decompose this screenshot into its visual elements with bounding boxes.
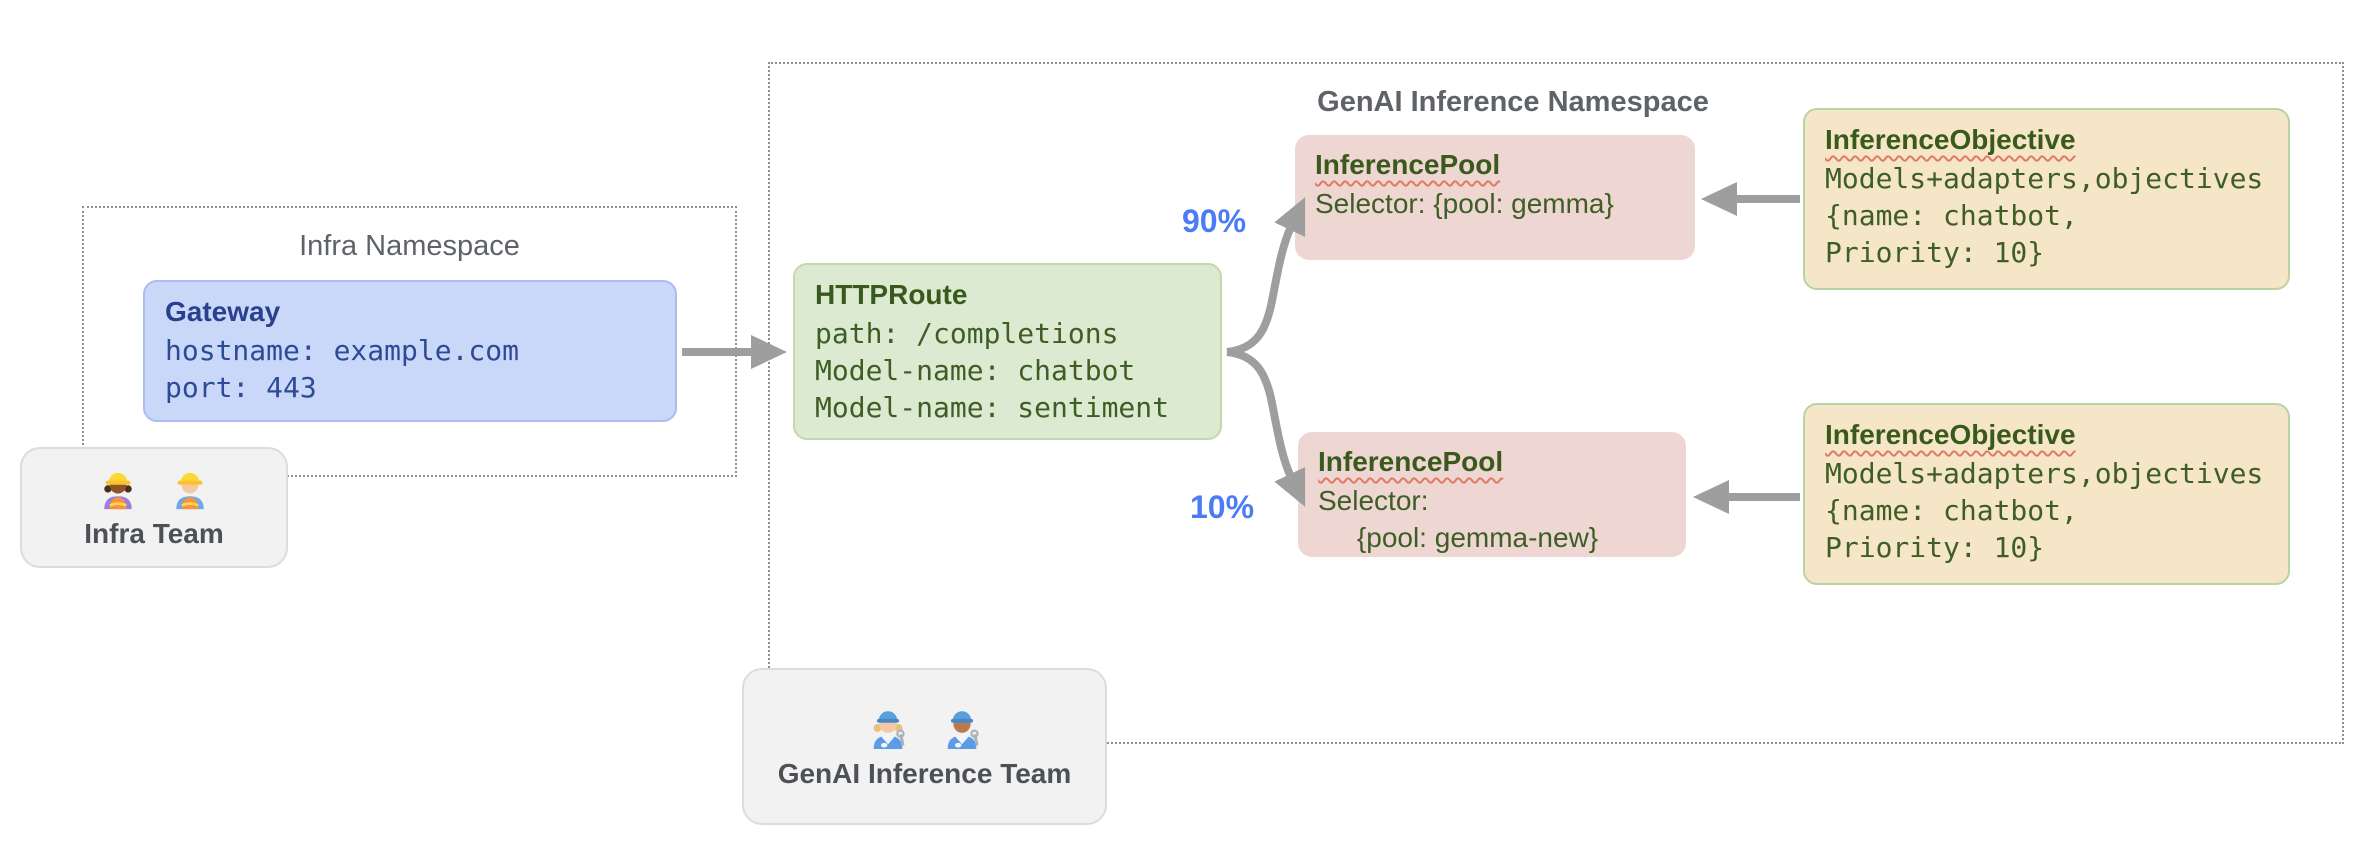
gateway-port-line: port: 443	[165, 371, 317, 404]
inference-objective-top-title: InferenceObjective	[1825, 124, 2076, 155]
man-mechanic-icon	[947, 710, 979, 749]
httproute-node: HTTPRoute path: /completions Model-name:…	[793, 263, 1222, 440]
man-construction-worker-icon	[176, 472, 204, 509]
httproute-path-line: path: /completions	[815, 317, 1119, 350]
gateway-node: Gateway hostname: example.com port: 443	[143, 280, 677, 422]
infra-namespace-box: Infra Namespace	[82, 206, 737, 477]
woman-construction-worker-icon	[104, 472, 132, 509]
inference-objective-bottom-title: InferenceObjective	[1825, 419, 2076, 450]
inference-pool-top-title: InferencePool	[1315, 149, 1501, 180]
inference-objective-bottom-name-line: {name: chatbot,	[1825, 494, 2078, 527]
httproute-model-chatbot-line: Model-name: chatbot	[815, 354, 1136, 387]
inference-pool-bottom-selector-value-line: {pool: gemma-new}	[1318, 522, 1599, 553]
inference-objective-top-models-line: Models+adapters,objectives	[1825, 162, 2264, 195]
infra-team-label: Infra Team	[84, 517, 224, 549]
genai-team-icons	[865, 704, 985, 750]
inference-pool-bottom-selector-line: Selector:	[1318, 485, 1429, 516]
httproute-model-sentiment-line: Model-name: sentiment	[815, 391, 1170, 424]
genai-namespace-box: GenAI Inference Namespace	[768, 62, 2344, 744]
inference-pool-bottom-node: InferencePool Selector: {pool: gemma-new…	[1298, 432, 1686, 557]
inference-objective-bottom-priority-line: Priority: 10}	[1825, 531, 2045, 564]
infra-team-card: Infra Team	[20, 447, 288, 568]
inference-pool-top-node: InferencePool Selector: {pool: gemma}	[1295, 135, 1695, 260]
httproute-title: HTTPRoute	[815, 279, 968, 310]
traffic-split-90-label: 90%	[1181, 203, 1247, 239]
inference-objective-bottom-models-line: Models+adapters,objectives	[1825, 457, 2264, 490]
traffic-split-10-label: 10%	[1189, 489, 1255, 525]
inference-objective-bottom-node: InferenceObjective Models+adapters,objec…	[1803, 403, 2290, 585]
gateway-hostname-line: hostname: example.com	[165, 334, 520, 367]
woman-mechanic-icon	[872, 710, 905, 749]
inference-objective-top-priority-line: Priority: 10}	[1825, 236, 2045, 269]
inference-objective-top-name-line: {name: chatbot,	[1825, 199, 2078, 232]
inference-pool-bottom-title: InferencePool	[1318, 446, 1504, 477]
genai-team-card: GenAI Inference Team	[742, 668, 1107, 825]
infra-team-icons	[96, 466, 212, 510]
inference-pool-top-selector-line: Selector: {pool: gemma}	[1315, 188, 1614, 219]
inference-objective-top-node: InferenceObjective Models+adapters,objec…	[1803, 108, 2290, 290]
gateway-title: Gateway	[165, 296, 281, 327]
infra-namespace-label: Infra Namespace	[299, 230, 520, 262]
genai-team-label: GenAI Inference Team	[777, 757, 1072, 789]
genai-namespace-label: GenAI Inference Namespace	[1317, 86, 1709, 118]
